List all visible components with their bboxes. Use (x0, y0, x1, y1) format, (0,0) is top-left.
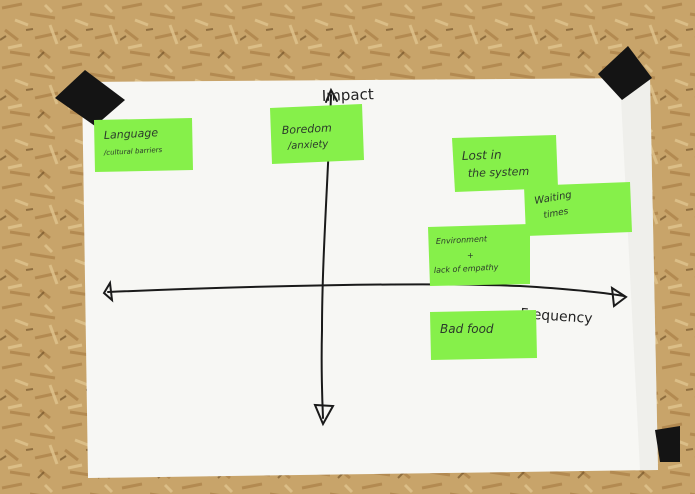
note-environment-line-3: lack of empathy (434, 263, 499, 275)
impact-axis-label: Impact (322, 85, 375, 105)
paper-shadow (620, 78, 658, 470)
tape-top-right (598, 46, 652, 100)
frequency-axis-label: Frequency (520, 306, 593, 327)
sticky-note-boredom: Boredom /anxiety (270, 104, 364, 164)
note-boredom-line-1: Boredom (281, 121, 332, 137)
note-bad-food-line-1: Bad food (440, 322, 494, 336)
note-lost-line-1: Lost in (462, 148, 502, 163)
sticky-note-waiting-times: Waiting times (524, 182, 632, 236)
vertical-axis-bottom-arrow (313, 403, 335, 427)
note-boredom-line-2: /anxiety (287, 139, 330, 152)
sticky-note-lost-in-system: Lost in the system (452, 135, 558, 192)
note-language-line-1: Language (103, 126, 158, 142)
vertical-axis-top-arrow (325, 87, 338, 103)
horizontal-axis-right-arrow (610, 286, 628, 308)
sticky-note-environment: Environment + lack of empathy (428, 224, 530, 286)
note-environment-line-2: + (467, 251, 474, 260)
tape-top-left (55, 70, 125, 126)
sticky-note-language: Language /cultural barriers (94, 118, 193, 172)
note-language-line-2: /cultural barriers (103, 146, 163, 157)
note-environment-line-1: Environment (436, 234, 489, 246)
horizontal-axis-left-arrow (102, 279, 114, 303)
tape-bottom-right (655, 426, 680, 462)
note-waiting-line-2: times (543, 207, 570, 221)
note-lost-line-2: the system (468, 165, 530, 180)
sticky-note-bad-food: Bad food (430, 310, 537, 360)
